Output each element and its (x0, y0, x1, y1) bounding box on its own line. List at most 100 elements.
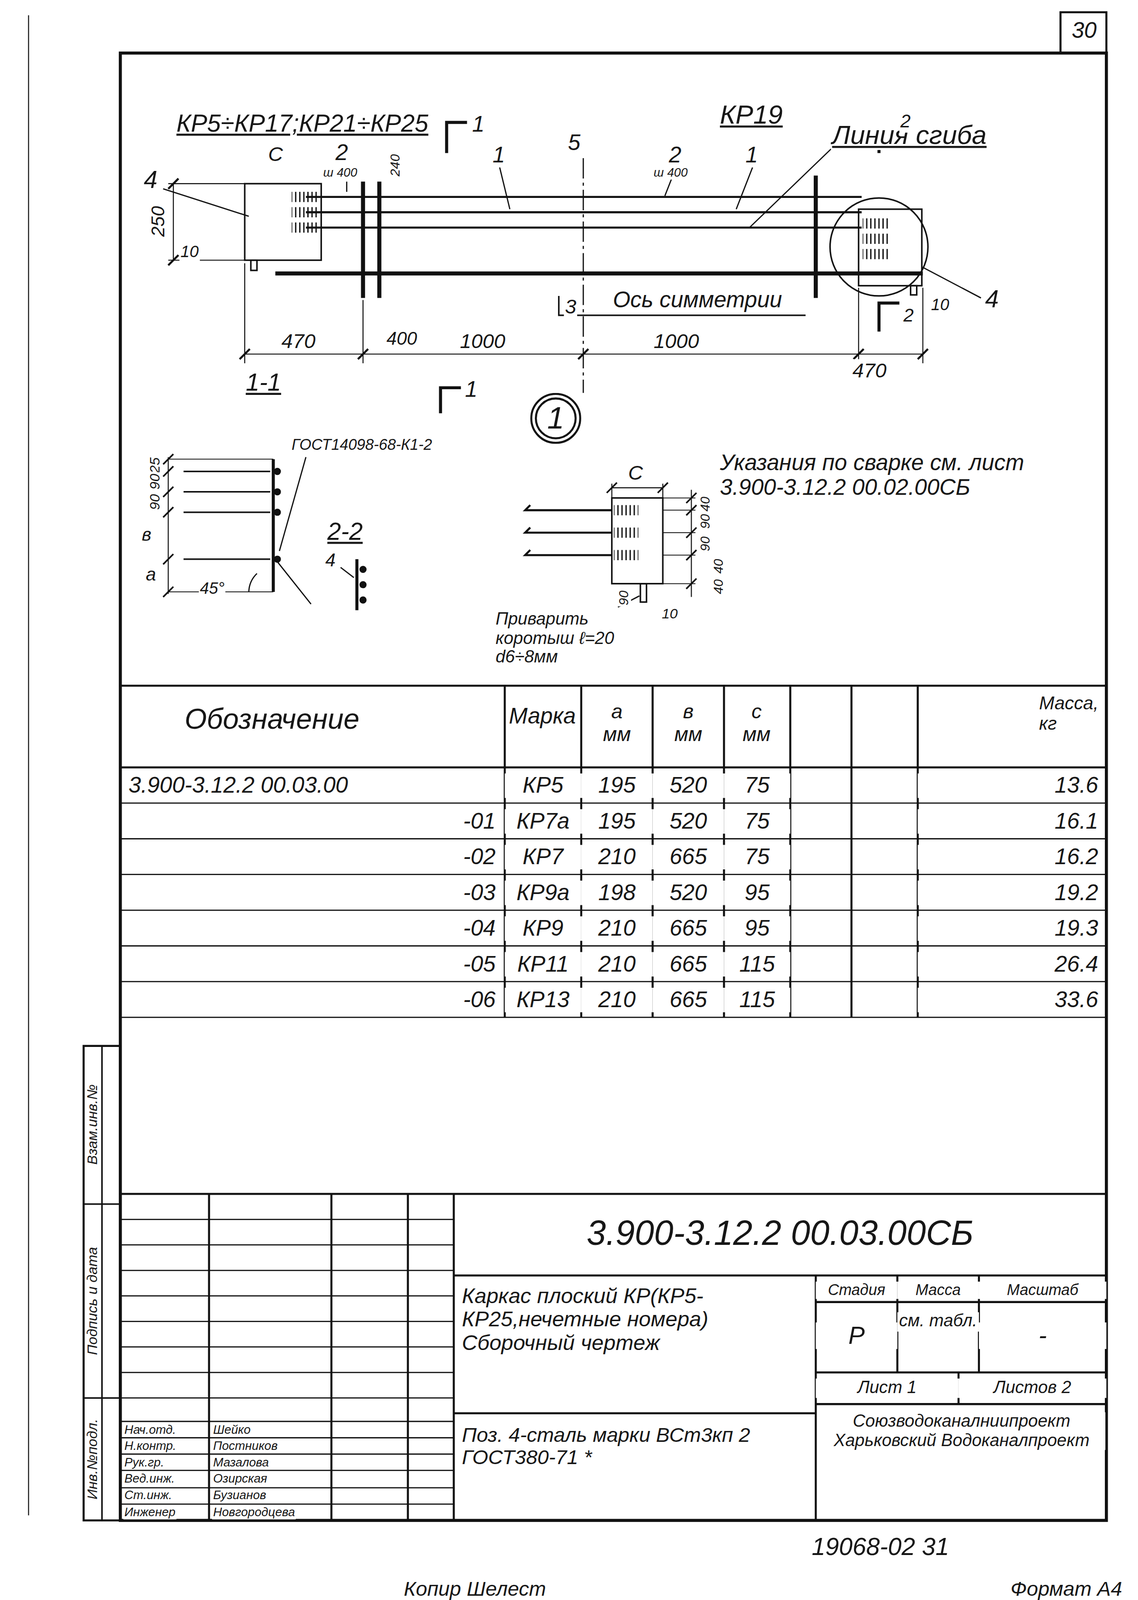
callout-circle: 1 (530, 392, 582, 445)
drawing-label: Марка (507, 703, 578, 729)
drawing-label: Формат А4 (1009, 1577, 1124, 1600)
frame-elevation (163, 122, 982, 414)
drawing-label: -02 (127, 844, 497, 870)
title-block (120, 1193, 1107, 1521)
frame-elevation-part (244, 183, 322, 261)
frame-elevation-part (749, 149, 831, 228)
drawing-label: 75 (723, 844, 791, 870)
drawing-label: КР9а (504, 880, 582, 906)
section-views-part (275, 559, 312, 605)
title-block-part (815, 1402, 1107, 1405)
dimension-text: 240 (388, 153, 403, 178)
dimension-text: 40 (711, 577, 727, 595)
section-views-part (271, 459, 275, 592)
drawing-label: Масштаб (978, 1281, 1107, 1299)
spec-table-part (120, 1016, 1107, 1018)
section-views-part (167, 456, 169, 594)
weld-detail-part (662, 483, 664, 498)
drawing-label: КР7 (504, 844, 582, 870)
weld-detail-part (611, 487, 663, 489)
drawing-label: 4 (324, 551, 337, 572)
section-views-part (183, 470, 271, 472)
drawing-label: 520 (652, 809, 725, 834)
drawing-label: ГОСТ14098-68-К1-2 (290, 436, 434, 454)
drawing-label: Ст.инж. (123, 1488, 174, 1503)
frame-elevation-part (879, 302, 900, 332)
drawing-label: см. табл. (897, 1311, 979, 1331)
drawing-label: 95 (723, 880, 791, 906)
drawing-label: Вед.инж. (123, 1472, 177, 1486)
spec-table-part (120, 873, 1107, 876)
frame-elevation-part (239, 348, 928, 360)
dimension-text: Подпись и дата (84, 1245, 101, 1356)
drawing-label: Мазалова (212, 1455, 270, 1469)
drawing-label: Указания по сварке см. лист 3.900-3.12.2… (719, 450, 1056, 500)
drawing-label: 19.2 (917, 880, 1100, 906)
drawing-label: 210 (581, 915, 653, 941)
section-views-part (274, 468, 281, 475)
drawing-label: Союзводоканалниипроект Харьковский Водок… (817, 1411, 1106, 1450)
drawing-label: 33.6 (917, 987, 1100, 1013)
title-block-part (453, 1274, 1107, 1277)
section-views-part (355, 559, 359, 611)
drawing-label: в мм (673, 699, 704, 745)
frame-elevation-part (922, 267, 981, 299)
title-block-part (452, 1193, 455, 1521)
title-block-part (815, 1300, 1107, 1303)
drawing-label: 198 (581, 880, 653, 906)
section-views-part (183, 558, 271, 560)
drawing-label: 19068-02 31 (810, 1533, 951, 1561)
frame-elevation-part (910, 285, 917, 295)
drawing-label: 19.3 (917, 915, 1100, 941)
weld-detail-part (690, 489, 692, 597)
frame-elevation-part (163, 188, 249, 217)
drawing-label: в (140, 525, 153, 546)
frame-elevation-part (813, 175, 818, 299)
section-views-part (163, 453, 174, 597)
drawing-label: 210 (581, 987, 653, 1013)
dimension-text: 90 (698, 512, 713, 530)
spec-table-part (120, 684, 1107, 687)
title-block-part (406, 1193, 409, 1521)
section-views-part (168, 458, 274, 460)
drawing-label: КР5÷КР17;КР21÷КР25 (175, 110, 430, 138)
drawing-label: -03 (127, 880, 497, 906)
weld-detail-part (613, 550, 639, 561)
sheet-frame-part (83, 1396, 121, 1399)
drawing-label: Шейко (212, 1422, 252, 1436)
drawing-label: 400 (385, 329, 418, 350)
drawing-label: с мм (741, 699, 773, 745)
drawing-label: 13.6 (917, 773, 1100, 798)
drawing-label: 2 (334, 140, 350, 166)
drawing-label: Каркас плоский КР(КР5-КР25,нечетные номе… (461, 1283, 808, 1354)
drawing-label: КР9 (504, 915, 582, 941)
drawing-label: С (627, 461, 644, 484)
sheet-frame-part (1060, 12, 1107, 54)
weld-detail (524, 482, 697, 607)
title-block-part (120, 1192, 1107, 1195)
drawing-label: 30 (1070, 18, 1098, 44)
frame-elevation-part (168, 183, 245, 185)
dimension-text: 25 (147, 456, 163, 475)
drawing-label: Ось симметрии (611, 287, 783, 313)
weld-detail-part (606, 482, 668, 493)
drawing-label: 210 (581, 951, 653, 977)
drawing-label: 115 (723, 987, 791, 1013)
drawing-label: КР11 (504, 951, 582, 977)
frame-elevation-part (346, 181, 348, 193)
callout-number: 1 (530, 392, 582, 445)
drawing-label: 3.900-3.12.2 00.03.00СБ (461, 1213, 1100, 1253)
drawing-label: 5 (567, 130, 582, 156)
drawing-label: -06 (127, 987, 497, 1013)
title-block-part (120, 1218, 454, 1504)
drawing-label: 520 (652, 773, 725, 798)
drawing-label: 195 (581, 773, 653, 798)
section-views (163, 453, 367, 611)
drawing-label: 665 (652, 951, 725, 977)
drawing-label: Постников (212, 1439, 279, 1453)
frame-elevation-part (440, 387, 462, 414)
drawing-label: - (978, 1322, 1107, 1350)
spec-table-part (120, 909, 1107, 911)
drawing-label: 3 (563, 294, 578, 318)
